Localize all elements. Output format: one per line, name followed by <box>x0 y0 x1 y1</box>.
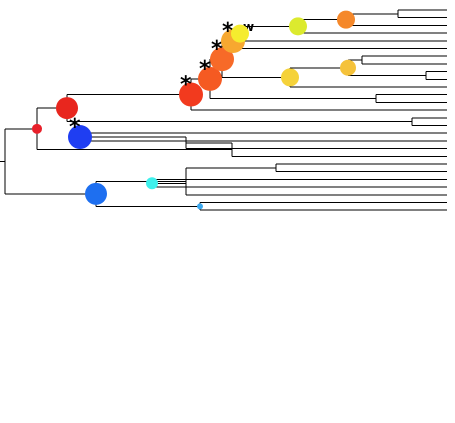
node-marker-sky-small <box>197 203 203 210</box>
node-marker-orange-3 <box>210 47 234 72</box>
node-marker-yellow-lower <box>281 68 299 87</box>
node-marker-orange-2 <box>198 66 222 91</box>
node-marker-yellow-right <box>289 17 307 36</box>
node-marker-top-orange <box>337 10 355 29</box>
node-markers: *****w <box>32 10 356 210</box>
node-marker-gold-inner <box>340 59 356 76</box>
node-marker-orange-1 <box>179 82 203 107</box>
node-marker-root <box>32 123 42 134</box>
node-marker-blue-sub <box>85 182 107 205</box>
asterisk-mark: * <box>199 57 211 82</box>
node-marker-blue-clade <box>68 125 92 150</box>
asterisk-mark: * <box>211 37 223 62</box>
node-marker-red-clade <box>56 97 78 120</box>
node-marker-cyan-clade <box>146 177 158 190</box>
asterisk-mark: * <box>222 19 234 44</box>
asterisk-mark: * <box>69 115 81 140</box>
node-marker-yellow-upper <box>231 24 249 43</box>
node-label: w <box>243 20 254 34</box>
asterisk-mark: * <box>180 72 192 97</box>
